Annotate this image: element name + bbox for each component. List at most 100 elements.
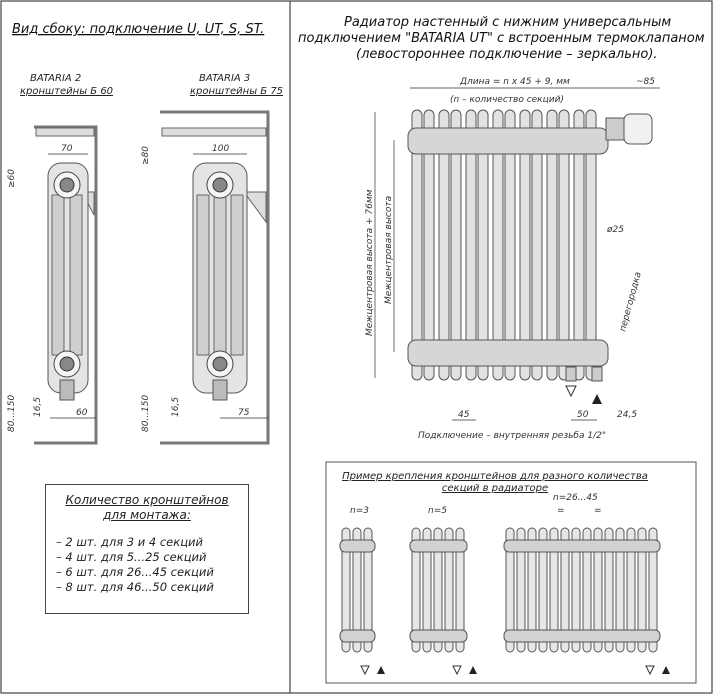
example-section-tube xyxy=(626,527,636,653)
right-title-line1: Радиатор настенный с нижним универсальны… xyxy=(344,15,671,30)
front-sections xyxy=(407,109,609,381)
bataria3-bottom-port-inner xyxy=(212,356,228,372)
bataria2-bracket: кронштейны Б 60 xyxy=(20,86,113,97)
front-right-offset: ~85 xyxy=(636,77,655,87)
example-top-collector xyxy=(339,539,376,553)
example-n26: n=26...45 xyxy=(553,493,598,503)
front-top-collector xyxy=(407,127,609,155)
front-section-tube xyxy=(519,109,531,381)
bataria2-bracket-top xyxy=(35,127,95,137)
bataria3-top-port-inner xyxy=(212,177,228,193)
example-section-tube xyxy=(455,527,465,653)
right-title-line2: подключением "BATARIA UT" с встроенным т… xyxy=(298,31,705,46)
example-section-tube xyxy=(341,527,351,653)
bataria3-bracket-top xyxy=(161,127,267,137)
front-diameter: ø25 xyxy=(606,225,624,235)
example-top-collector xyxy=(409,539,468,553)
front-dim-45: 45 xyxy=(458,410,470,420)
bataria3-bracket-brace xyxy=(243,191,267,224)
flow-out-icon xyxy=(452,665,462,676)
bataria2-dim-bottom: 60 xyxy=(76,408,88,418)
front-section-tube xyxy=(411,109,423,381)
front-section-tube xyxy=(450,109,462,381)
example-section-tube xyxy=(444,527,454,653)
front-section-tube xyxy=(492,109,504,381)
example-section-tube xyxy=(637,527,647,653)
front-sections-note: (n – количество секций) xyxy=(450,95,564,105)
example-bottom-collector xyxy=(503,629,661,643)
front-section-tube xyxy=(465,109,477,381)
right-title-line3: (левостороннее подключение – зеркально). xyxy=(356,47,658,62)
bataria3-dim-top: ≥80 xyxy=(141,146,151,165)
front-section-tube xyxy=(585,109,597,381)
brackets-note-item: – 6 шт. для 26...45 секций xyxy=(56,565,214,579)
bataria3-dim-side: 80...150 xyxy=(141,395,151,432)
flow-in-icon xyxy=(662,666,670,674)
bataria2-top-port-inner xyxy=(59,177,75,193)
bataria2-tube-left xyxy=(51,194,65,356)
example-eq-left: = xyxy=(557,506,565,516)
example-n3: n=3 xyxy=(350,506,369,516)
example-section-tube xyxy=(422,527,432,653)
bataria3-tube-left xyxy=(196,194,210,356)
front-section-tube xyxy=(438,109,450,381)
example-section-tube xyxy=(433,527,443,653)
example-section-tube xyxy=(352,527,362,653)
example-section-tube xyxy=(527,527,537,653)
bataria2-tube-right xyxy=(69,194,83,356)
example-eq-right: = xyxy=(594,506,602,516)
example-section-tube xyxy=(516,527,526,653)
front-section-tube xyxy=(477,109,489,381)
left-title: Вид сбоку: подключение U, UT, S, ST. xyxy=(12,22,264,37)
example-section-tube xyxy=(571,527,581,653)
front-height2: Межцентровая высота xyxy=(384,196,394,304)
flow-out-icon xyxy=(645,665,655,676)
example-radiators xyxy=(339,527,670,676)
front-section-tube xyxy=(573,109,585,381)
front-height1: Межцентровая высота + 76мм xyxy=(365,189,375,336)
front-section-tube xyxy=(546,109,558,381)
bataria3-dim-width: 100 xyxy=(212,144,229,154)
flow-in-icon xyxy=(377,666,385,674)
example-section-tube xyxy=(560,527,570,653)
front-dim-50: 50 xyxy=(577,410,589,420)
flow-in-icon xyxy=(469,666,477,674)
bataria2-dim-small: 16,5 xyxy=(33,397,43,417)
example-bottom-collector xyxy=(409,629,468,643)
front-section-tube xyxy=(423,109,435,381)
flow-in-icon xyxy=(592,394,602,404)
brackets-note-list: – 2 шт. для 3 и 4 секций – 4 шт. для 5..… xyxy=(56,535,238,595)
bataria2-wall xyxy=(34,125,98,445)
example-section-tube xyxy=(549,527,559,653)
example-section-tube xyxy=(582,527,592,653)
example-section-tube xyxy=(593,527,603,653)
example-radiator-n26 xyxy=(503,527,670,676)
example-radiator-n5 xyxy=(409,527,477,676)
brackets-note-item: – 4 шт. для 5...25 секций xyxy=(56,550,207,564)
example-radiator-n3 xyxy=(339,527,385,676)
brackets-note-title-2: для монтажа: xyxy=(103,508,191,522)
example-title: Пример крепления кронштейнов для разного… xyxy=(330,471,660,495)
front-partition: перегородка xyxy=(618,271,644,333)
front-bottom-collector xyxy=(407,339,609,367)
example-section-tube xyxy=(615,527,625,653)
front-connector-right xyxy=(591,366,603,382)
bataria3-tube-mid xyxy=(213,194,227,356)
example-top-collector xyxy=(503,539,661,553)
bataria3-dim-bottom: 75 xyxy=(238,408,250,418)
bataria3-valve xyxy=(212,379,228,401)
front-section-tube xyxy=(504,109,516,381)
bataria3-tube-right xyxy=(230,194,244,356)
example-n5: n=5 xyxy=(428,506,447,516)
example-section-tube xyxy=(411,527,421,653)
example-section-tube xyxy=(648,527,658,653)
front-section-tube xyxy=(531,109,543,381)
bataria2-bottom-port-inner xyxy=(59,356,75,372)
bataria2-dim-top: ≥60 xyxy=(7,169,17,188)
brackets-note: Количество кронштейнов для монтажа: – 2 … xyxy=(45,484,249,614)
brackets-note-title-1: Количество кронштейнов xyxy=(65,493,229,507)
bataria3-wall xyxy=(160,110,270,445)
flow-out-icon xyxy=(360,665,370,676)
front-connector-left xyxy=(565,366,577,382)
